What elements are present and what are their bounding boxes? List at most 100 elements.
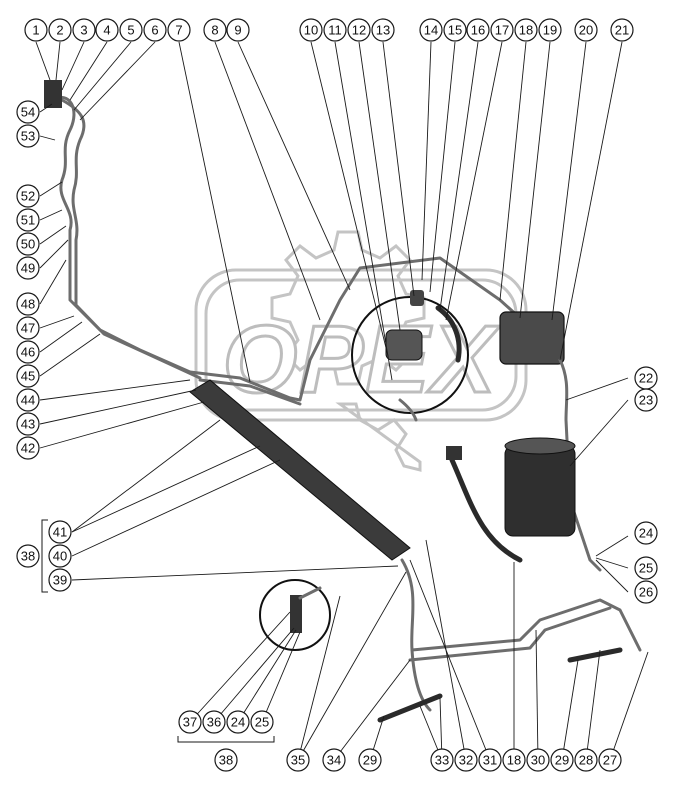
callout-12: 12 [347,18,371,42]
callout-46: 46 [16,340,40,364]
bottom-callout-28: 28 [574,748,598,772]
callout-52-text: 52 [21,189,35,204]
cylinder-left [377,693,443,723]
left-pipe [50,95,192,374]
callout-23-text: 23 [639,393,653,408]
leader-lines [35,41,649,761]
hydraulic-tank [504,445,576,537]
callout-42-text: 42 [21,441,35,456]
bottom-callout-29-text: 29 [555,753,569,768]
callout-14: 14 [419,18,443,42]
callout-45: 45 [16,364,40,388]
callout-1: 1 [24,18,48,42]
callout-13-text: 13 [376,23,390,38]
callout-24-text: 24 [639,526,653,541]
bottom-callout-33: 33 [430,748,454,772]
callout-40-text: 40 [53,549,67,564]
bottom-callout-31: 31 [478,748,502,772]
bottom-callout-27: 27 [598,748,622,772]
bottom-callout-37-text: 37 [183,715,197,730]
bottom-callout-32-text: 32 [459,753,473,768]
callout-47: 47 [16,316,40,340]
callout-5: 5 [119,18,143,42]
callout-17: 17 [490,18,514,42]
bottom-callout-34: 34 [322,748,346,772]
bottom-callout-35-text: 35 [291,753,305,768]
callout-19: 19 [538,18,562,42]
callout-3: 3 [72,18,96,42]
callout-22-text: 22 [639,371,653,386]
callout-25: 25 [634,556,658,580]
bottom-callout-31-text: 31 [483,753,497,768]
suction-fitting [446,446,462,460]
callout-1-text: 1 [32,23,39,38]
callout-14-text: 14 [424,23,438,38]
callout-9: 9 [226,18,250,42]
pump-hose [435,305,462,363]
bottom-callout-29-text: 29 [363,753,377,768]
bottom-callout-38-text: 38 [219,753,233,768]
callout-6: 6 [143,18,167,42]
callout-16: 16 [466,18,490,42]
main-line [188,256,522,402]
bottom-callout-30-text: 30 [531,753,545,768]
callout-13: 13 [371,18,395,42]
left-group-bracket [41,519,48,593]
callout-3-text: 3 [80,23,87,38]
callout-41-text: 41 [53,525,67,540]
bottom-callout-34-text: 34 [327,753,341,768]
callout-45-text: 45 [21,369,35,384]
bottom-callout-28-text: 28 [579,753,593,768]
callout-50: 50 [16,232,40,256]
pump-fitting [410,290,424,306]
callout-8: 8 [203,18,227,42]
bottom-callout-18: 18 [502,748,526,772]
bottom-callout-32: 32 [454,748,478,772]
lower-line-3 [408,606,612,662]
group-callout-38-text: 38 [21,549,35,564]
left-pipe-2 [60,98,202,380]
pump-lower-hose [398,398,418,422]
callout-15: 15 [443,18,467,42]
callout-12-text: 12 [352,23,366,38]
main-line-2 [198,378,302,406]
watermark-gear [270,230,426,472]
callout-26-text: 26 [639,585,653,600]
callout-21: 21 [610,18,634,42]
callout-24: 24 [634,521,658,545]
callout-11-text: 11 [328,23,342,38]
bottom-callout-29: 29 [358,748,382,772]
lower-line-1 [400,558,432,712]
lower-line-2 [410,598,642,652]
callout-23: 23 [634,388,658,412]
bottom-callout-24-text: 24 [231,715,245,730]
callout-43: 43 [16,412,40,436]
callout-39: 39 [48,568,72,592]
callout-22: 22 [634,366,658,390]
bottom-callout-30: 30 [526,748,550,772]
callout-49: 49 [16,256,40,280]
callout-47-text: 47 [21,321,35,336]
callout-4: 4 [95,18,119,42]
bottom-callout-37: 37 [178,710,202,734]
callout-6-text: 6 [151,23,158,38]
callout-48: 48 [16,292,40,316]
callout-2: 2 [48,18,72,42]
callout-54: 54 [16,100,40,124]
callout-53-text: 53 [21,129,35,144]
bottom-callout-35: 35 [286,748,310,772]
callout-49-text: 49 [21,261,35,276]
callout-42: 42 [16,436,40,460]
detail-fitting [290,595,302,633]
callout-43-text: 43 [21,417,35,432]
detail-line [298,586,322,600]
bottom-callout-36: 36 [202,710,226,734]
callout-44-text: 44 [21,393,35,408]
pump-body [385,329,423,361]
callout-8-text: 8 [211,23,218,38]
cylinder-right [567,647,623,663]
valve-block [499,311,565,365]
callout-17-text: 17 [495,23,509,38]
callout-40: 40 [48,544,72,568]
